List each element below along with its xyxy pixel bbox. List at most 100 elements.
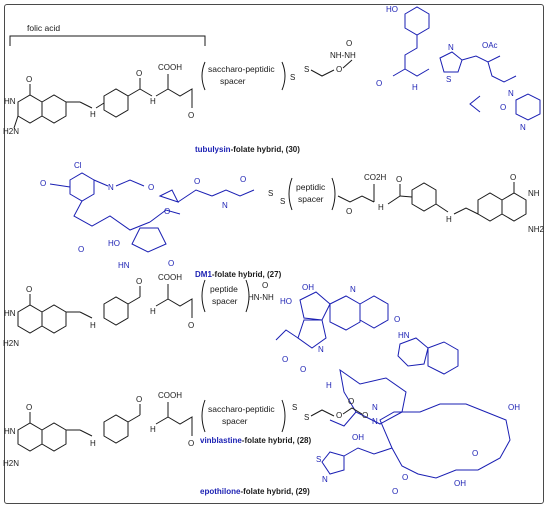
- atom-nh: H: [150, 97, 156, 106]
- atom-h2n: H2N: [3, 127, 19, 136]
- atom-o: O: [148, 183, 154, 192]
- atom-o: O: [168, 259, 174, 268]
- bond: [127, 414, 141, 423]
- piperidine-ring: [515, 93, 541, 121]
- spacer-label: spacer: [222, 416, 248, 426]
- spacer-label: peptide: [210, 284, 238, 294]
- atom-s: S: [304, 65, 309, 74]
- atom-o: O: [336, 65, 342, 74]
- atom-s: S: [280, 197, 285, 206]
- indole-ring: [397, 337, 429, 367]
- atom-o: O: [394, 315, 400, 324]
- atom-nh: NH: [528, 189, 540, 198]
- dm1-chain: [211, 189, 255, 197]
- bond: [155, 402, 169, 425]
- atom-o: O: [282, 355, 288, 364]
- spacer-paren-right: [245, 279, 250, 313]
- atom-o: O: [26, 75, 32, 84]
- spacer-label: peptidic: [296, 182, 326, 192]
- thiazole-ring: [321, 451, 345, 475]
- dm1-macrocycle: [73, 200, 151, 231]
- atom-o: O: [362, 411, 368, 420]
- spacer-paren-right: [331, 177, 336, 211]
- thiazole-ring: [439, 51, 463, 73]
- spacer-label: saccharo-peptidic: [208, 404, 275, 414]
- atom-n: N: [222, 201, 228, 210]
- atom-o: O: [336, 411, 342, 420]
- bond: [79, 429, 93, 437]
- vindoline-aryl: [359, 295, 389, 329]
- spacer-paren-right: [281, 61, 286, 91]
- atom-o: O: [188, 111, 194, 120]
- atom-n: N: [372, 403, 378, 412]
- tubulysin-chain: [487, 61, 517, 83]
- panel-vinblastine: O HN H2N H O H COOH O peptide spacer O H…: [3, 273, 459, 445]
- bond: [155, 284, 169, 307]
- atom-nh: H: [150, 425, 156, 434]
- atom-o: O: [500, 103, 506, 112]
- atom-o: O: [262, 281, 268, 290]
- atom-o: O: [376, 79, 382, 88]
- pteridine-ring-b: [41, 422, 67, 452]
- tubulysin-chain: [469, 95, 481, 113]
- atom-o: O: [188, 439, 194, 448]
- atom-hn: HN: [4, 97, 16, 106]
- atom-o: O: [136, 69, 142, 78]
- atom-n: N: [520, 123, 526, 132]
- atom-o: O: [510, 173, 516, 182]
- atom-cooh: COOH: [158, 391, 182, 400]
- pteridine-ring-a: [477, 192, 503, 222]
- atom-nh: H: [90, 110, 96, 119]
- tubulysin-chain: [404, 68, 430, 77]
- atom-n: N: [322, 475, 328, 484]
- indole-benzo: [427, 341, 459, 375]
- tubulysin-chain: [392, 35, 418, 77]
- atom-co2h: CO2H: [364, 173, 386, 182]
- benzene-ring: [103, 296, 129, 326]
- atom-s: S: [304, 413, 309, 422]
- glutamate-chain: [167, 416, 193, 436]
- spacer-label: spacer: [212, 296, 238, 306]
- atom-oac: OAc: [482, 41, 498, 50]
- atom-o: O: [40, 179, 46, 188]
- atom-o: O: [194, 177, 200, 186]
- bond: [79, 311, 93, 319]
- spacer-paren-left: [201, 279, 206, 313]
- atom-o: O: [136, 395, 142, 404]
- atom-cooh: COOH: [158, 63, 182, 72]
- atom-n: N: [108, 183, 114, 192]
- epothilone-side-chain: [343, 447, 393, 457]
- atom-cl: Cl: [74, 161, 82, 170]
- caption-epothilone: epothilone-folate hybrid, (29): [200, 487, 310, 496]
- bond: [342, 59, 353, 69]
- atom-ho: HO: [108, 239, 120, 248]
- atom-o: O: [136, 277, 142, 286]
- dm1-macrocycle: [149, 209, 181, 223]
- vinblastine-structure: N O HO OH N O O HN N H OH: [275, 283, 459, 442]
- pteridine-ring-a: [17, 422, 43, 452]
- catharanthine-chain: [329, 411, 357, 427]
- atom-hn: HN: [398, 331, 410, 340]
- vindoline-ring: [299, 291, 331, 321]
- glutamate-chain: [337, 195, 375, 203]
- tubulysin-structure: HO O H S N OAc N N O: [376, 5, 541, 132]
- pteridine-ring-a: [17, 94, 43, 124]
- atom-h2n: H2N: [3, 339, 19, 348]
- atom-o: O: [164, 207, 170, 216]
- vindoline-ring: [329, 295, 361, 331]
- pteridine-ring-b: [41, 304, 67, 334]
- atom-nh: H: [412, 83, 418, 92]
- atom-o: O: [78, 245, 84, 254]
- atom-o: O: [402, 473, 408, 482]
- atom-oh: OH: [352, 433, 364, 442]
- atom-oh: OH: [508, 403, 520, 412]
- amide-bond: [387, 184, 401, 205]
- atom-hn: HN: [4, 427, 16, 436]
- atom-nh: H: [446, 215, 452, 224]
- dm1-chain: [115, 179, 145, 187]
- vindoline-ring: [297, 319, 327, 349]
- bond: [49, 183, 71, 188]
- atom-n: N: [508, 89, 514, 98]
- figure-frame: [4, 4, 544, 504]
